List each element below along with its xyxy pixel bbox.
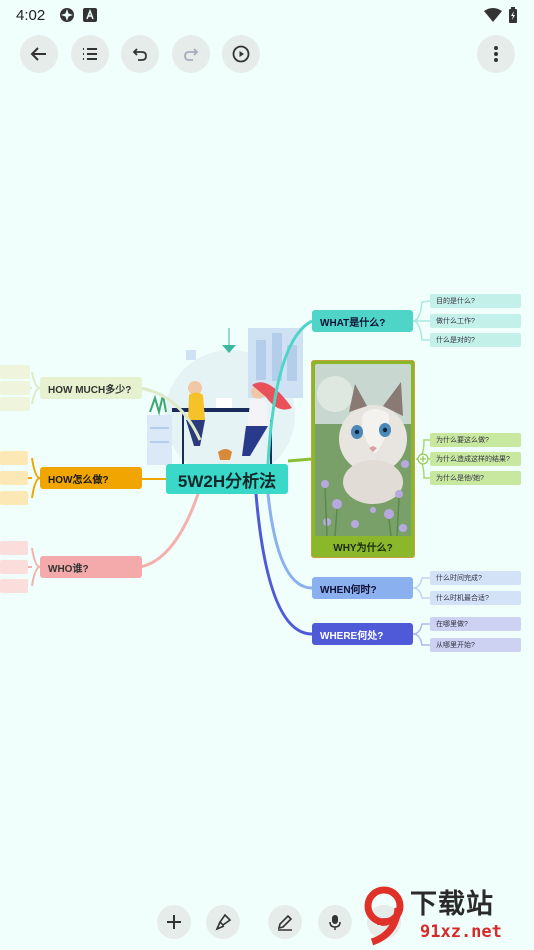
more-button[interactable] <box>477 35 515 73</box>
play-button[interactable] <box>222 35 260 73</box>
leaf-when-2[interactable]: 什么时机最合适? <box>430 591 521 605</box>
battery-icon <box>509 7 517 23</box>
node-why[interactable]: WHY为什么? <box>311 360 415 558</box>
play-icon <box>232 45 250 63</box>
node-how-much[interactable]: HOW MUCH多少? <box>40 377 142 399</box>
leaf-why-3[interactable]: 为什么是他/她? <box>430 471 521 485</box>
status-time: 4:02 <box>16 6 46 24</box>
add-icon <box>167 915 181 929</box>
watermark: 下载站 91xz.net <box>362 880 534 950</box>
leaf-what-2[interactable]: 做什么工作? <box>430 314 521 328</box>
list-icon <box>83 48 97 60</box>
leaf-where-1[interactable]: 在哪里做? <box>430 617 521 631</box>
undo-button[interactable] <box>121 35 159 73</box>
back-button[interactable] <box>20 35 58 73</box>
node-who[interactable]: WHO谁? <box>40 556 142 578</box>
leaf-why-2[interactable]: 为什么造成这样的结果? <box>430 452 521 466</box>
text-a-icon <box>83 8 98 22</box>
ghost-leaf <box>0 491 28 505</box>
leaf-what-1[interactable]: 目的是什么? <box>430 294 521 308</box>
central-illustration <box>147 328 303 480</box>
ghost-leaf <box>0 365 30 379</box>
ghost-leaf <box>0 471 28 485</box>
ghost-leaf <box>0 381 30 395</box>
pen-icon <box>277 914 293 931</box>
leaf-why-1[interactable]: 为什么要这么做? <box>430 433 521 447</box>
central-topic[interactable]: 5W2H分析法 <box>166 464 288 494</box>
draw-button[interactable] <box>268 905 302 939</box>
watermark-title: 下载站 <box>410 889 494 919</box>
leaf-when-1[interactable]: 什么时间完成? <box>430 571 521 585</box>
leaf-where-2[interactable]: 从哪里开始? <box>430 638 521 652</box>
ghost-leaf <box>0 560 28 574</box>
leaf-what-3[interactable]: 什么是对的? <box>430 333 521 347</box>
outline-button[interactable] <box>71 35 109 73</box>
app-notification-icon <box>60 8 75 22</box>
back-arrow-icon <box>30 47 46 61</box>
ghost-leaf <box>0 451 28 465</box>
undo-icon <box>132 48 147 61</box>
redo-icon <box>184 48 199 61</box>
node-when[interactable]: WHEN何时? <box>312 577 413 599</box>
wifi-icon <box>484 8 502 22</box>
watermark-url: 91xz.net <box>420 922 502 942</box>
mic-icon <box>329 915 341 930</box>
status-bar: 4:02 <box>0 0 534 30</box>
node-where[interactable]: WHERE何处? <box>312 623 413 645</box>
style-brush-icon <box>215 913 232 931</box>
ghost-leaf <box>0 541 28 555</box>
node-what[interactable]: WHAT是什么? <box>312 310 413 332</box>
node-how[interactable]: HOW怎么做? <box>40 467 142 489</box>
style-button[interactable] <box>206 905 240 939</box>
top-toolbar <box>0 35 534 75</box>
watermark-logo-icon <box>364 886 404 946</box>
why-caption: WHY为什么? <box>333 542 393 554</box>
cat-photo <box>315 364 411 536</box>
more-vert-icon <box>494 46 498 62</box>
voice-button[interactable] <box>318 905 352 939</box>
ghost-leaf <box>0 579 28 593</box>
ghost-leaf <box>0 397 30 411</box>
redo-button[interactable] <box>172 35 210 73</box>
add-node-button[interactable] <box>157 905 191 939</box>
